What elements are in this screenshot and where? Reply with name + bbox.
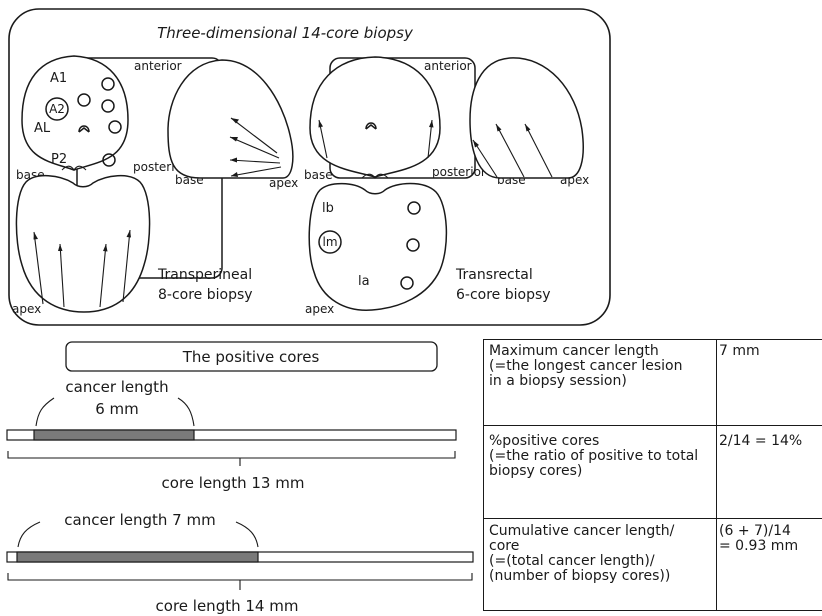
value-text: = 0.93 mm: [719, 539, 820, 554]
metric-text: (=the longest cancer lesion: [489, 359, 714, 374]
metric-cell: Cumulative cancer length/ core (=(total …: [484, 519, 717, 611]
core1-cancer-segment: [34, 430, 194, 440]
core1-cancer-value: 6 mm: [95, 400, 139, 418]
core2-cancer-segment: [17, 552, 258, 562]
metrics-table: Maximum cancer length (=the longest canc…: [483, 339, 822, 611]
transrectal-group: anterior posterior base base apex lb lm …: [304, 57, 589, 316]
label-apex: apex: [305, 302, 334, 316]
label-la: la: [358, 274, 370, 289]
label-lm: lm: [322, 235, 337, 249]
metric-text: core: [489, 539, 714, 554]
core1-core-label: core length 13 mm: [162, 474, 305, 492]
metric-text: Cumulative cancer length/: [489, 524, 714, 539]
label-p2: P2: [51, 152, 67, 167]
core2-core-bracket: [8, 573, 472, 590]
core-2: cancer length 7 mm core length 14 mm: [7, 511, 473, 615]
label-base: base: [304, 168, 333, 182]
label-lb: lb: [322, 201, 334, 216]
transrectal-axial-section: [310, 57, 440, 177]
table-row: Cumulative cancer length/ core (=(total …: [484, 519, 822, 611]
transperineal-axial-section: [22, 56, 128, 170]
metric-text: (=the ratio of positive to total: [489, 449, 714, 464]
label-al: AL: [34, 121, 51, 136]
transrectal-sagittal-section: [470, 58, 583, 178]
table-row: %positive cores (=the ratio of positive …: [484, 426, 822, 519]
transrectal-caption-line2: 6-core biopsy: [456, 287, 551, 303]
metric-cell: Maximum cancer length (=the longest canc…: [484, 340, 717, 426]
positive-cores-heading: The positive cores: [182, 348, 320, 366]
metric-text: in a biopsy session): [489, 374, 714, 389]
transperineal-group: A1 A2 AL P2 anterior posterior base base…: [12, 56, 298, 316]
label-apex: apex: [12, 302, 41, 316]
transperineal-coronal-section: [16, 176, 149, 312]
top-panel-title: Three-dimensional 14-core biopsy: [157, 24, 414, 42]
metric-text: %positive cores: [489, 434, 714, 449]
value-cell: 7 mm: [717, 340, 822, 426]
core-1: cancer length 6 mm core length 13 mm: [7, 378, 456, 492]
core1-core-bracket: [8, 451, 455, 466]
value-text: 7 mm: [719, 344, 820, 359]
table-row: Maximum cancer length (=the longest canc…: [484, 340, 822, 426]
metric-text: (number of biopsy cores)): [489, 569, 714, 584]
label-a1: A1: [50, 71, 67, 86]
metric-text: (=(total cancer length)/: [489, 554, 714, 569]
core2-cancer-label: cancer length 7 mm: [64, 511, 215, 529]
metric-cell: %positive cores (=the ratio of positive …: [484, 426, 717, 519]
transperineal-caption-line1: Transperineal: [157, 267, 252, 283]
value-text: 2/14 = 14%: [719, 434, 820, 449]
value-text: (6 + 7)/14: [719, 524, 820, 539]
label-anterior: anterior: [134, 59, 182, 73]
core1-cancer-label: cancer length: [65, 378, 168, 396]
label-anterior: anterior: [424, 59, 472, 73]
transperineal-caption-line2: 8-core biopsy: [158, 287, 253, 303]
metric-text: Maximum cancer length: [489, 344, 714, 359]
transrectal-caption-line1: Transrectal: [455, 267, 533, 283]
label-a2: A2: [49, 102, 65, 116]
label-posterior: posterior: [432, 165, 486, 179]
metric-text: biopsy cores): [489, 464, 714, 479]
value-cell: 2/14 = 14%: [717, 426, 822, 519]
value-cell: (6 + 7)/14 = 0.93 mm: [717, 519, 822, 611]
core2-core-label: core length 14 mm: [156, 597, 299, 615]
